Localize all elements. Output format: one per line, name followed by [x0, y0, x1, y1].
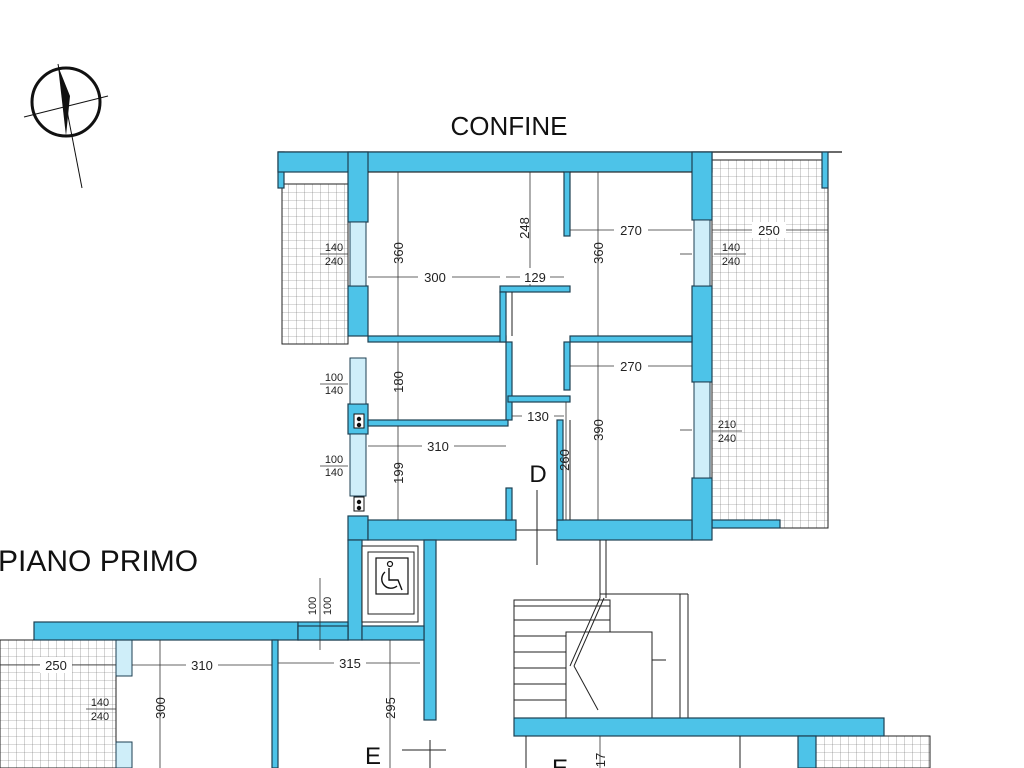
dim-lower-r1-width: 310 [191, 658, 213, 673]
window-labels: 140 240 140 240 100 140 100 140 210 240 … [86, 242, 746, 723]
windows [115, 219, 711, 768]
win-right-top-1: 140 [722, 242, 740, 254]
win-left-low-1: 100 [325, 454, 343, 466]
dim-r1-height: 360 [391, 242, 406, 264]
unit-d-walls [277, 151, 713, 541]
win-right-low-1: 210 [718, 419, 736, 431]
terrace-right [711, 159, 829, 529]
dim-r1-width: 300 [424, 270, 446, 285]
dim-bath-mid-width: 130 [527, 409, 549, 424]
dim-r2-width: 270 [620, 223, 642, 238]
boundary-label: CONFINE [451, 111, 568, 141]
room-outlines [368, 171, 692, 520]
win-left-top-2: 240 [325, 256, 343, 268]
win-right-top-2: 240 [722, 256, 740, 268]
staircase [513, 540, 689, 719]
entry-axis [516, 490, 557, 565]
dimension-labels: 300 129 360 248 270 360 250 180 130 310 … [40, 217, 786, 767]
dim-r4-width: 310 [427, 439, 449, 454]
floor-title: PIANO PRIMO [0, 545, 198, 578]
dim-lower-r1-height: 300 [153, 697, 168, 719]
dim-terrace-right-width: 250 [758, 223, 780, 238]
win-left-mid-2: 140 [325, 385, 343, 397]
dim-lower-r2-height: 295 [383, 697, 398, 719]
dim-r2-height: 360 [591, 242, 606, 264]
dim-lower-terrace-width: 250 [45, 658, 67, 673]
win-left-low-2: 140 [325, 467, 343, 479]
win-right-low-2: 240 [718, 433, 736, 445]
vent-icons [353, 413, 365, 512]
dim-bath-top-width: 129 [524, 270, 546, 285]
north-arrow-icon [23, 63, 109, 189]
win-lift-2: 100 [322, 597, 334, 615]
terrace-left [281, 183, 349, 345]
unit-e-right-label: E [552, 755, 568, 768]
win-lower-left-2: 240 [91, 711, 109, 723]
win-left-top-1: 140 [325, 242, 343, 254]
dim-r3-height: 180 [391, 371, 406, 393]
dim-bath-top-height: 248 [517, 217, 532, 239]
terrace-lower-right [815, 735, 931, 768]
win-lower-left-1: 140 [91, 697, 109, 709]
win-left-mid-1: 100 [325, 372, 343, 384]
unit-d-label: D [529, 461, 546, 488]
dim-r5-height: 390 [591, 419, 606, 441]
lower-walls [0, 621, 885, 768]
dim-lower-partial: 17 [593, 753, 608, 767]
win-lift-1: 100 [307, 597, 319, 615]
wheelchair-lift-icon [375, 557, 409, 595]
dim-r5-width: 270 [620, 359, 642, 374]
dim-hall-height: 260 [557, 449, 572, 471]
dim-r4-height: 199 [391, 462, 406, 484]
unit-e-left-label: E [365, 743, 381, 768]
dim-lower-r2-width: 315 [339, 656, 361, 671]
